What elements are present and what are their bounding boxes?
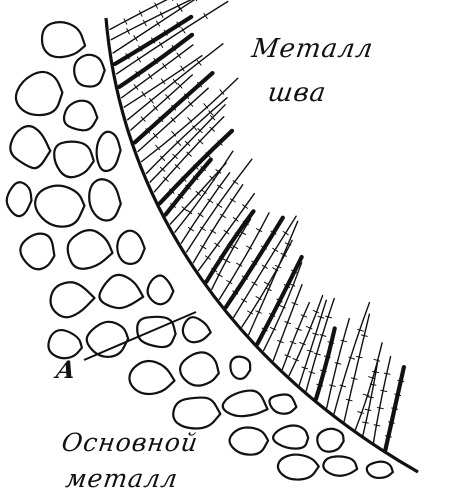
grain <box>269 395 296 414</box>
grain <box>87 322 128 357</box>
grain <box>54 142 94 178</box>
grain <box>230 357 250 379</box>
grain <box>51 282 95 317</box>
dendrite-tick <box>335 363 341 365</box>
grain <box>367 462 393 478</box>
point-a-label: А <box>54 358 78 382</box>
weld-columnar-crystals <box>110 0 404 450</box>
grain <box>64 101 97 131</box>
grain <box>129 361 174 394</box>
grain <box>74 55 105 87</box>
grain <box>97 132 121 171</box>
weld-metal-label-line2: шва <box>266 80 328 106</box>
crystal-streak <box>193 185 242 263</box>
dendrite-tick <box>381 390 387 391</box>
crystal-streak <box>316 328 335 399</box>
dendrite-tick <box>377 408 383 409</box>
grain <box>278 455 319 480</box>
grain <box>137 317 175 347</box>
dendrite-tick <box>374 359 380 361</box>
grain <box>148 276 174 305</box>
fusion-boundary-line <box>106 18 418 472</box>
base-metal-label-line2: металл <box>64 466 179 491</box>
dendrite-tick <box>363 422 369 423</box>
grain <box>68 230 113 269</box>
grain <box>223 391 268 417</box>
weld-metal-label: Металл <box>250 36 375 62</box>
grain <box>117 231 144 264</box>
grain <box>230 427 269 454</box>
dendrite-tick <box>373 371 379 372</box>
grain <box>48 330 81 358</box>
grain <box>180 352 219 385</box>
grain <box>317 429 343 452</box>
dendrite-tick <box>340 385 346 387</box>
grain <box>273 425 308 448</box>
grain <box>16 72 62 115</box>
dendrite-tick <box>365 409 371 410</box>
grain <box>35 186 84 227</box>
grain <box>183 317 211 342</box>
dendrite-tick <box>346 399 352 400</box>
dendrite-tick <box>358 412 364 414</box>
grain <box>20 234 54 270</box>
dendrite-tick <box>356 357 362 358</box>
dendrite-tick <box>361 335 367 336</box>
grain <box>42 22 85 57</box>
dendrite-tick <box>188 118 192 123</box>
crystal-streak <box>146 98 227 174</box>
crystal-streak <box>117 2 228 74</box>
dendrite-tick <box>351 378 357 379</box>
grain <box>99 275 143 308</box>
grain <box>89 179 121 220</box>
grain <box>10 126 50 168</box>
dendrite-tick <box>330 385 336 386</box>
grain <box>323 456 357 475</box>
dendrite-tick <box>368 397 374 398</box>
base-metal-label: Основной <box>60 430 200 455</box>
grain <box>7 182 32 216</box>
dendrite-tick <box>384 373 390 374</box>
dendrite-tick <box>374 425 380 426</box>
dendrite-tick <box>358 329 364 331</box>
grain <box>173 398 220 429</box>
